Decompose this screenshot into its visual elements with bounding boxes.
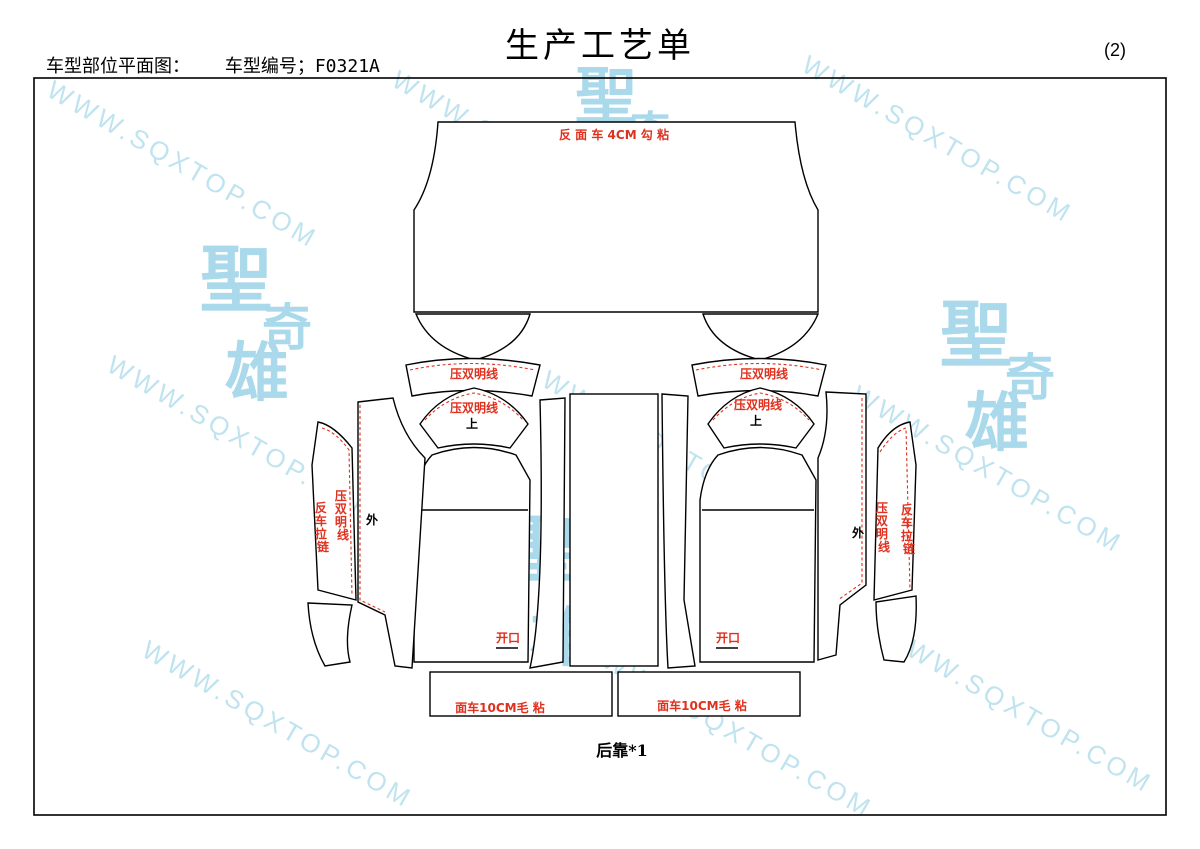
char-1: 压 (876, 501, 888, 515)
right-side-double-text: 压 双 明 线 (876, 501, 892, 554)
right-upper-band-label: 压双明线 (740, 366, 788, 381)
page-number: (2) (1104, 40, 1126, 60)
left-head-label: 压双明线 (450, 400, 498, 415)
left-up-mark: 上 (466, 416, 478, 431)
char-3: 拉 (315, 526, 327, 541)
bottom-strip-right (617, 671, 801, 717)
left-reverse-zip-label: 反 车 拉 链 (315, 500, 331, 554)
char-4: 链 (317, 539, 330, 554)
left-side-wing (357, 397, 426, 669)
char-4: 链 (903, 541, 916, 556)
left-neck-piece (414, 313, 531, 361)
char-2: 双 (876, 514, 888, 528)
watermark-url-7: WWW.SQXTOP.COM (137, 634, 419, 814)
top-panel-label: 反 面 车 4CM 勾 粘 (559, 127, 669, 142)
right-neck-piece (702, 313, 820, 361)
left-zip-stitch (321, 427, 353, 597)
char-1: 反 (315, 500, 327, 515)
watermark-logo-3c: 雄 (965, 386, 1029, 461)
left-head-stitch (424, 392, 524, 421)
plan-label: 车型部位平面图： (46, 56, 190, 77)
right-up-mark: 上 (750, 413, 762, 428)
left-zip-strip (311, 421, 357, 601)
char-3: 明 (876, 527, 888, 541)
left-side-wing-stitch (359, 405, 386, 613)
watermark-logo-3a: 聖 (940, 292, 1012, 377)
watermark-logo-2c: 雄 (225, 336, 289, 411)
char-3: 拉 (901, 528, 913, 543)
right-zip-strip (873, 421, 917, 601)
char-1: 反 (901, 502, 913, 517)
left-main-panel (413, 446, 531, 663)
left-bottom-flap (307, 602, 353, 667)
left-upper-band (405, 357, 541, 397)
char-2: 车 (901, 515, 913, 530)
left-side-double-label: 压 双 明 线 (335, 489, 351, 542)
char-3: 明 (335, 515, 347, 529)
watermark-logo-3b: 奇 (1005, 348, 1055, 407)
drawing-frame (33, 77, 1167, 816)
char-4: 线 (878, 539, 890, 554)
right-bottom-flap (875, 595, 917, 663)
watermark-logo-2a: 聖 (200, 237, 272, 322)
right-upper-band-stitch (695, 362, 823, 371)
page-title: 生产工艺单 (505, 26, 695, 66)
char-1: 压 (335, 489, 347, 503)
right-opening-label: 开口 (716, 631, 740, 645)
bottom-strip-left (429, 671, 613, 717)
watermark-url-9: WWW.SQXTOP.COM (877, 619, 1159, 799)
right-reverse-zip-label: 反 车 拉 链 (901, 502, 917, 556)
right-head-stitch (712, 392, 810, 421)
right-reverse-zip-text: 反 车 拉 链 (901, 502, 917, 556)
right-zip-stitch (879, 427, 911, 591)
bottom-strip-left-label: 面车10CM毛 粘 (455, 700, 545, 715)
left-outer-mark: 外 (366, 512, 378, 527)
char-4: 线 (337, 527, 349, 542)
right-main-panel (699, 446, 817, 663)
top-back-panel (413, 121, 819, 313)
left-opening-label: 开口 (496, 631, 520, 645)
right-side-double-label: 压 双 明 线 (876, 501, 892, 554)
watermark-logo-2b: 奇 (262, 298, 312, 357)
watermark-url-1: WWW.SQXTOP.COM (42, 74, 324, 254)
right-outer-mark: 外 (852, 525, 864, 540)
left-upper-band-stitch (409, 362, 536, 371)
left-side-double-text: 压 双 明 线 (335, 489, 351, 542)
char-2: 车 (315, 513, 327, 528)
left-reverse-zip-text: 反 车 拉 链 (315, 500, 331, 554)
right-side-wing-stitch (837, 398, 863, 601)
diagram-caption: 后靠*1 (596, 741, 648, 760)
char-2: 双 (335, 502, 347, 516)
center-panel-left (569, 393, 659, 667)
header-info: 车型部位平面图： 车型编号；F0321A (46, 52, 404, 78)
left-upper-band-label: 压双明线 (450, 366, 498, 381)
model-number-label: 车型编号；F0321A (224, 56, 380, 77)
right-head-label: 压双明线 (734, 397, 782, 412)
right-side-wing (817, 391, 867, 661)
center-right-strip (661, 393, 696, 669)
right-upper-band (691, 357, 827, 397)
watermark-url-8: WWW.SQXTOP.COM (597, 644, 879, 824)
center-left-strip (529, 397, 566, 669)
watermark-url-3: WWW.SQXTOP.COM (797, 49, 1079, 229)
watermark-logo-1a: 聖 (575, 60, 637, 133)
bottom-strip-right-label: 面车10CM毛 粘 (657, 698, 747, 713)
